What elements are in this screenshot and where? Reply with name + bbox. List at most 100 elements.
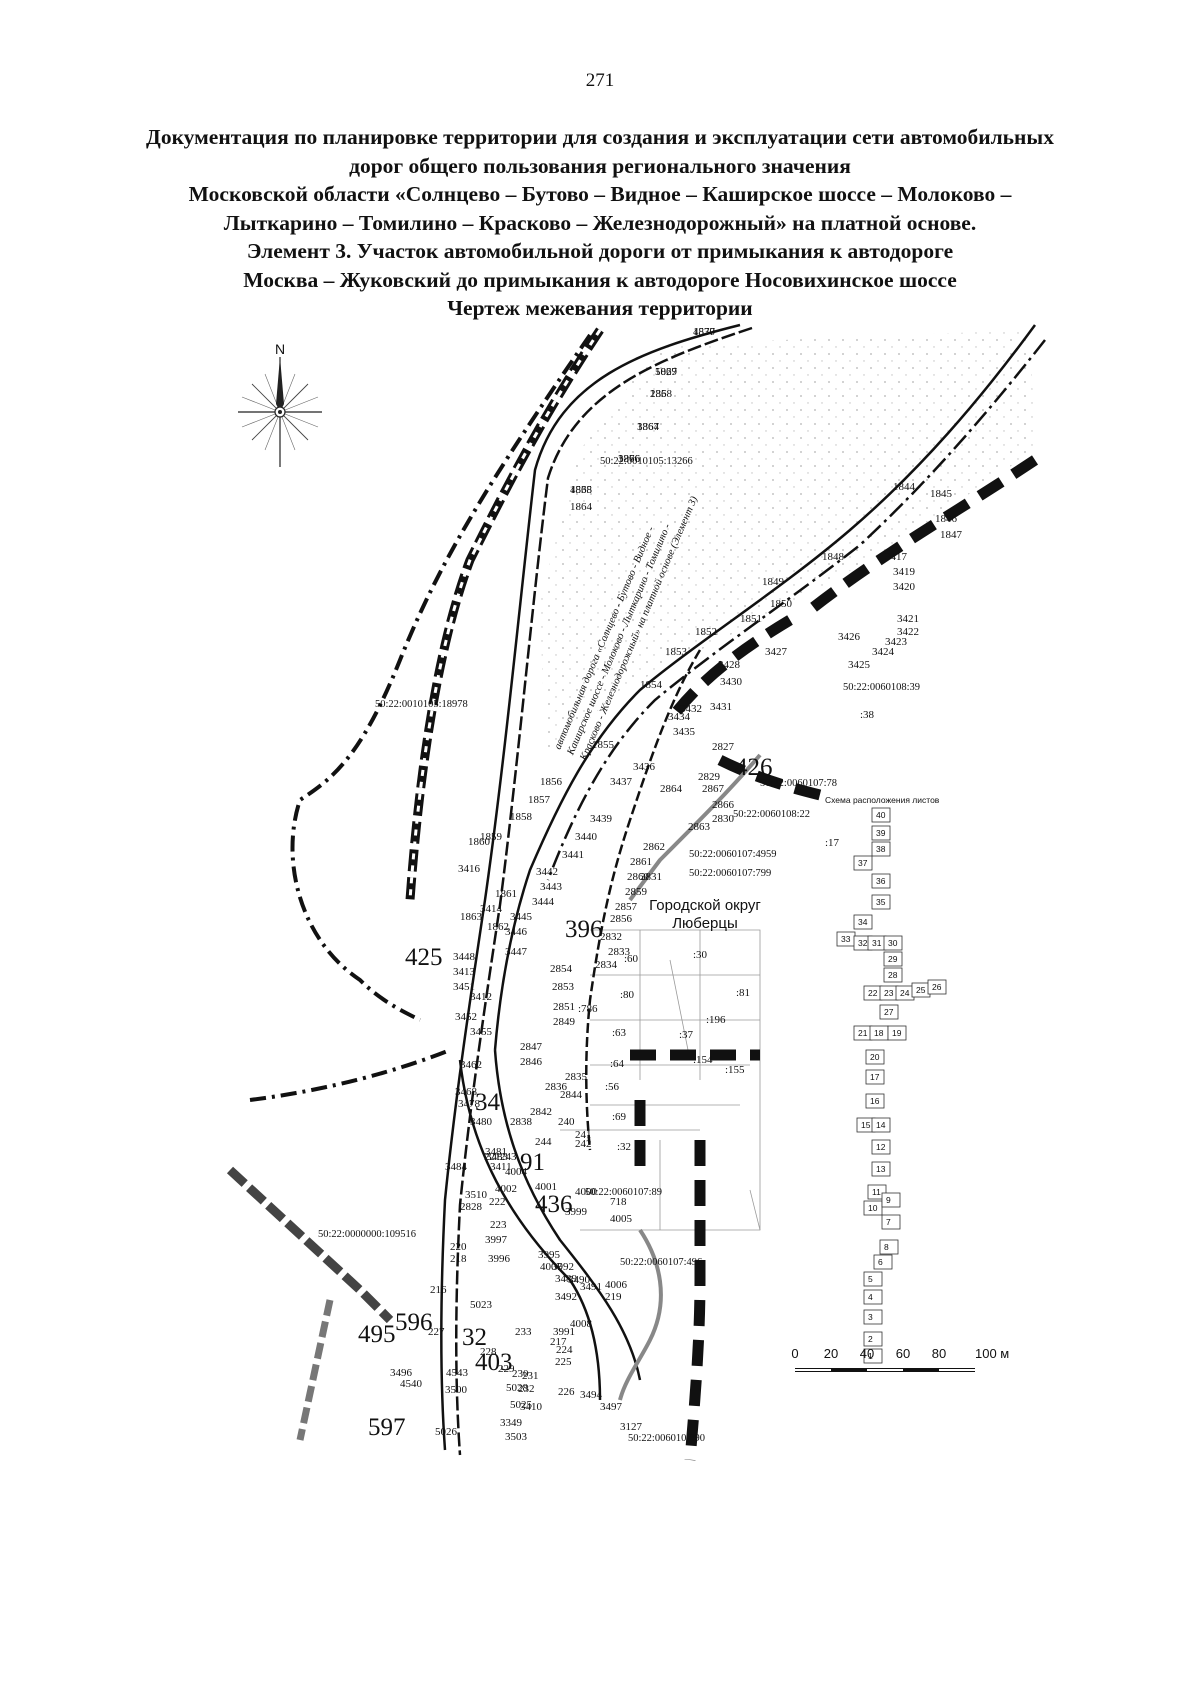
- sheet-number: 29: [888, 954, 898, 964]
- point-label: 1849: [762, 576, 785, 588]
- point-label: 1856: [540, 776, 563, 788]
- point-label: 2833: [608, 946, 631, 958]
- point-label: 1859: [480, 831, 503, 843]
- point-label: 225: [555, 1356, 572, 1368]
- point-label: 2864: [660, 783, 683, 795]
- point-label: 232: [518, 1383, 535, 1395]
- sheet-number: 25: [916, 985, 926, 995]
- point-label: 244: [535, 1136, 552, 1148]
- sheet-number: 35: [876, 897, 886, 907]
- point-label: 1846: [935, 513, 958, 525]
- point-label: 2849: [553, 1016, 576, 1028]
- point-label: 3428: [718, 659, 741, 671]
- point-label: 3448: [453, 951, 476, 963]
- point-label: 3462: [460, 1059, 482, 1071]
- point-label: 227: [428, 1326, 445, 1338]
- point-label: 223: [490, 1219, 507, 1231]
- point-label: 718: [610, 1196, 627, 1208]
- point-label: 1848: [822, 551, 845, 563]
- point-label: 3416: [458, 863, 481, 875]
- cadastral-number: 50:22:0010105:18978: [375, 699, 468, 710]
- point-label: 3490: [568, 1274, 591, 1286]
- point-label: 1854: [640, 679, 663, 691]
- sheet-cell: [873, 1254, 893, 1270]
- point-label: 2861: [630, 856, 652, 868]
- sheet-number: 40: [876, 810, 886, 820]
- point-label: 3444: [532, 896, 555, 908]
- sheet-scheme-title: Схема расположения листов: [825, 795, 940, 805]
- sheet-cell: [853, 914, 873, 930]
- sheet-cell: [881, 1192, 901, 1208]
- railway-line-south: [226, 1166, 394, 1441]
- sheet-cell: [871, 894, 891, 910]
- point-label: 220: [450, 1241, 467, 1253]
- sheet-cell: [871, 873, 891, 889]
- point-label: 3434: [668, 711, 691, 723]
- point-label: 3424: [872, 646, 895, 658]
- parcel-label: :56: [605, 1081, 620, 1093]
- sheet-number: 30: [888, 938, 898, 948]
- point-label: 3997: [485, 1234, 508, 1246]
- sheet-number: 3: [868, 1312, 873, 1322]
- point-label: 2867: [702, 783, 725, 795]
- point-label: 228: [480, 1346, 497, 1358]
- point-label: 3430: [720, 676, 743, 688]
- parcel-label: :69: [612, 1111, 627, 1123]
- point-label: 2844: [560, 1089, 583, 1101]
- point-label: 3349: [500, 1417, 523, 1429]
- point-label: 2862: [643, 841, 665, 853]
- sheet-number: 13: [876, 1164, 886, 1174]
- point-label: 3492: [555, 1291, 577, 1303]
- point-label: 3478: [458, 1098, 481, 1110]
- point-label: 242: [575, 1138, 592, 1150]
- cadastral-number: 50:22:0060108:39: [843, 682, 920, 693]
- point-label: 2856: [610, 913, 633, 925]
- point-label: 1866: [618, 453, 641, 465]
- sheet-cell: [865, 1049, 885, 1065]
- sheet-cell: [927, 979, 947, 995]
- point-label: 4543: [446, 1367, 469, 1379]
- cadastral-number: 50:22:0060107:496: [620, 1257, 702, 1268]
- point-label: 1860: [468, 836, 491, 848]
- point-label: 4004: [505, 1166, 528, 1178]
- point-label: 2847: [520, 1041, 543, 1053]
- point-label: 222: [489, 1196, 506, 1208]
- point-label: 219: [605, 1291, 622, 1303]
- railway-line: [405, 327, 604, 901]
- sheet-cell: [865, 1093, 885, 1109]
- sheet-number: 16: [870, 1096, 880, 1106]
- sheet-number: 38: [876, 844, 886, 854]
- cadastral-labels: 50:22:0010105:1326650:22:0010105:1897850…: [318, 456, 920, 1444]
- sheet-number: 28: [888, 970, 898, 980]
- parcel-label: :17: [825, 837, 840, 849]
- point-label: 2832: [600, 931, 622, 943]
- point-label: 217: [550, 1336, 567, 1348]
- scale-tick-label: 100 м: [975, 1346, 1009, 1361]
- point-label: 235: [650, 388, 667, 400]
- point-label: 4001: [535, 1181, 557, 1193]
- large-label: 32: [462, 1324, 487, 1351]
- document-title: Документация по планировке территории дл…: [90, 123, 1110, 323]
- point-label: 4538: [570, 484, 593, 496]
- point-label: 2831: [640, 871, 662, 883]
- point-label: 4002: [495, 1183, 517, 1195]
- point-label: 224: [556, 1344, 573, 1356]
- sheet-cell: [881, 1214, 901, 1230]
- point-label: 1850: [770, 598, 793, 610]
- sheet-number: 10: [868, 1203, 878, 1213]
- point-label: 2842: [530, 1106, 552, 1118]
- large-label: 425: [405, 944, 443, 971]
- point-label: 3500: [445, 1384, 468, 1396]
- point-label: 1861: [495, 888, 517, 900]
- page-number: 271: [585, 70, 615, 91]
- point-label: 3412: [470, 991, 492, 1003]
- point-label: 4007: [540, 1261, 563, 1273]
- point-label: 2835: [565, 1071, 588, 1083]
- sheet-number: 37: [858, 858, 868, 868]
- point-label: 2857: [615, 901, 638, 913]
- point-label: 4000: [575, 1186, 598, 1198]
- point-label: 3468: [455, 1086, 478, 1098]
- point-label: 3443: [540, 881, 563, 893]
- sheet-number: 32: [858, 938, 868, 948]
